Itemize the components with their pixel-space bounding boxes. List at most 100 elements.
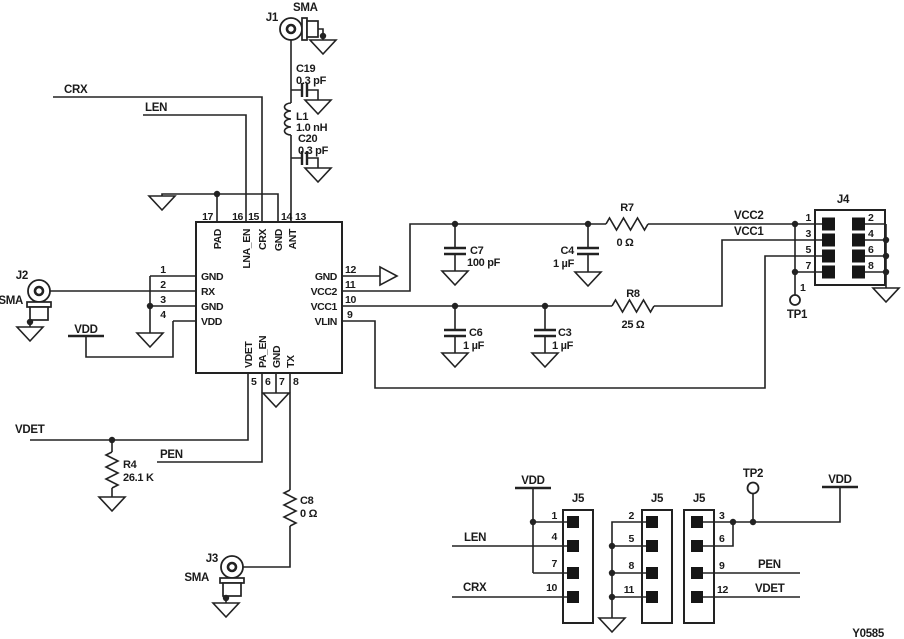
- part-value: 25 Ω: [622, 319, 645, 331]
- pin-number: 15: [248, 211, 259, 223]
- net-crx-top: CRX: [53, 84, 263, 222]
- pin-name: GND: [201, 301, 224, 313]
- net-len-top: LEN: [143, 102, 247, 222]
- pin-name: LNA_EN: [241, 229, 253, 269]
- pin-number: 6: [719, 533, 725, 545]
- junction-dot: [791, 268, 799, 276]
- connector-label: J2: [16, 270, 28, 282]
- header-pin: [691, 516, 703, 528]
- net-vlin: [342, 255, 822, 389]
- wire: [342, 239, 822, 307]
- wire: [611, 521, 646, 618]
- header-pin: [691, 540, 703, 552]
- pin-name: GND: [315, 271, 338, 283]
- connector-label: J5: [651, 493, 664, 505]
- connector-label: J5: [572, 493, 585, 505]
- net-label: CRX: [463, 582, 487, 594]
- part-ref: R7: [620, 202, 634, 214]
- ground-icon: [135, 332, 165, 349]
- net-vdd-left: VDD: [68, 321, 174, 358]
- pin-name: PAD: [212, 228, 224, 249]
- pin-number: 2: [629, 510, 635, 522]
- header-pin: [646, 516, 658, 528]
- net-vdet-left: VDET R4 26.1 K: [15, 373, 249, 513]
- pin-name: VDET: [243, 341, 255, 368]
- pin7-ground: [261, 373, 291, 409]
- connector-label: J4: [837, 194, 850, 206]
- sma-center-pin: [226, 561, 238, 573]
- sma-center-pin: [33, 285, 45, 297]
- header-pin: [567, 516, 579, 528]
- net-pen-left: PEN: [157, 373, 263, 463]
- pin-name: VCC2: [311, 286, 338, 298]
- pin-number: 13: [295, 211, 306, 223]
- header-pin: [646, 591, 658, 603]
- ground-icon: [440, 352, 470, 369]
- net-label: LEN: [145, 102, 167, 114]
- testpoint-label: TP1: [787, 309, 808, 321]
- pin-number: 6: [868, 244, 874, 256]
- net-label: VCC2: [734, 210, 763, 222]
- sma-body: [29, 306, 49, 321]
- cap-c20: C20 0.3 pF: [291, 133, 333, 184]
- header-pin: [852, 217, 865, 231]
- junction-dot: [749, 518, 757, 526]
- part-ref: C4: [561, 245, 576, 257]
- net-antenna: L1 1.0 nH: [283, 40, 328, 222]
- capacitor-symbol: [444, 328, 466, 338]
- part-ref: R8: [626, 288, 640, 300]
- junction-dot: [608, 569, 616, 577]
- pin-number: 9: [347, 309, 353, 321]
- part-value: 0.3 pF: [298, 145, 329, 157]
- ground-icon: [573, 271, 603, 288]
- wire: [703, 488, 841, 547]
- testpoint-pad: [746, 481, 760, 495]
- ground-icon: [261, 392, 291, 409]
- pin-number: 7: [552, 558, 558, 570]
- wire: [243, 526, 291, 568]
- part-value: 0.3 pF: [296, 75, 327, 87]
- ground-icon: [440, 270, 470, 287]
- part-value: 100 pF: [467, 257, 501, 269]
- header-outline: [814, 209, 886, 286]
- ground-arrow-icon: [379, 265, 399, 287]
- pin-name: VLIN: [315, 316, 337, 328]
- header-pin: [852, 249, 865, 263]
- cap-c19: C19 0.3 pF: [291, 63, 333, 116]
- junction-dot: [213, 190, 221, 198]
- pin-number: 6: [265, 376, 271, 388]
- ground-icon: [303, 167, 333, 184]
- connector-label: J1: [266, 12, 279, 24]
- header-pin: [646, 567, 658, 579]
- cap-c4: C4 1 µF: [553, 220, 603, 288]
- pin-number: 4: [868, 228, 874, 240]
- junction-dot: [319, 32, 327, 40]
- pin-number: 4: [552, 531, 558, 543]
- pin-name: RX: [201, 286, 215, 298]
- capacitor-symbol: [300, 83, 309, 97]
- header-pin: [567, 540, 579, 552]
- part-ref: C3: [558, 327, 572, 339]
- header-pin: [852, 233, 865, 247]
- wire: [53, 96, 263, 222]
- pin-name: CRX: [257, 229, 269, 250]
- header-outline: [562, 509, 594, 624]
- header-pin: [691, 567, 703, 579]
- pin-number: 17: [202, 211, 213, 223]
- pin12-ground-arrow: [342, 265, 399, 287]
- header-pin: [567, 591, 579, 603]
- resistor-symbol: [611, 298, 655, 314]
- part-value: 1 µF: [553, 258, 575, 270]
- testpoint-tp1: 1 TP1: [787, 282, 808, 321]
- pin-number: 8: [868, 260, 874, 272]
- pin-number: 3: [160, 294, 166, 306]
- cap-c3: C3 1 µF: [530, 302, 574, 369]
- junction-dot: [608, 593, 616, 601]
- wire: [85, 321, 174, 358]
- junction-dot: [729, 518, 737, 526]
- ground-icon: [15, 326, 45, 343]
- net-label: VDET: [755, 583, 785, 595]
- connector-j5-c: J5 3 6 9 12 TP2 VDD PEN VDET: [683, 468, 858, 624]
- wire: [30, 373, 249, 441]
